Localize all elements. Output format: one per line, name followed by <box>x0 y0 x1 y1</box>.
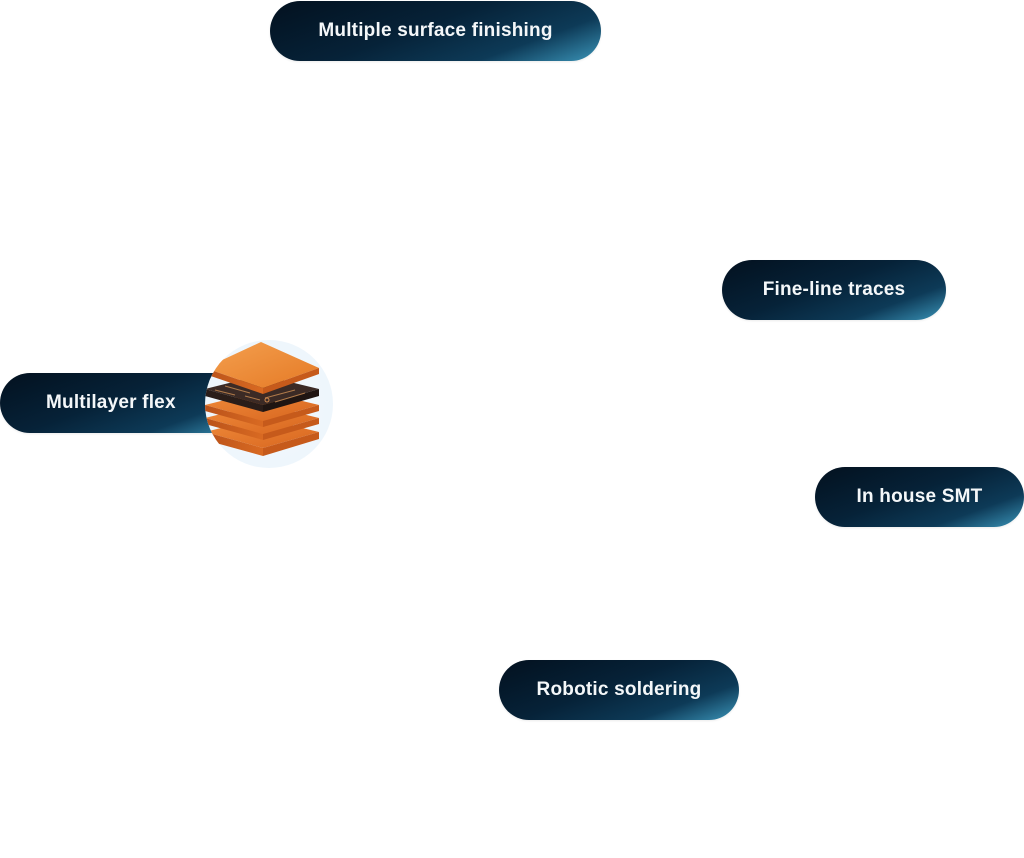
feature-label: Fine-line traces <box>762 279 906 300</box>
feature-pill-multiple-surface-finishing[interactable]: Multiple surface finishing <box>270 1 601 61</box>
feature-label: In house SMT <box>856 486 983 507</box>
feature-label: Robotic soldering <box>536 679 702 700</box>
feature-pill-in-house-smt[interactable]: In house SMT <box>815 467 1024 527</box>
feature-pill-fine-line-traces[interactable]: Fine-line traces <box>722 260 946 320</box>
feature-pill-robotic-soldering[interactable]: Robotic soldering <box>499 660 739 720</box>
feature-label: Multilayer flex <box>46 392 176 413</box>
pcb-layer-stack-icon <box>205 340 333 468</box>
feature-label: Multiple surface finishing <box>318 20 553 41</box>
